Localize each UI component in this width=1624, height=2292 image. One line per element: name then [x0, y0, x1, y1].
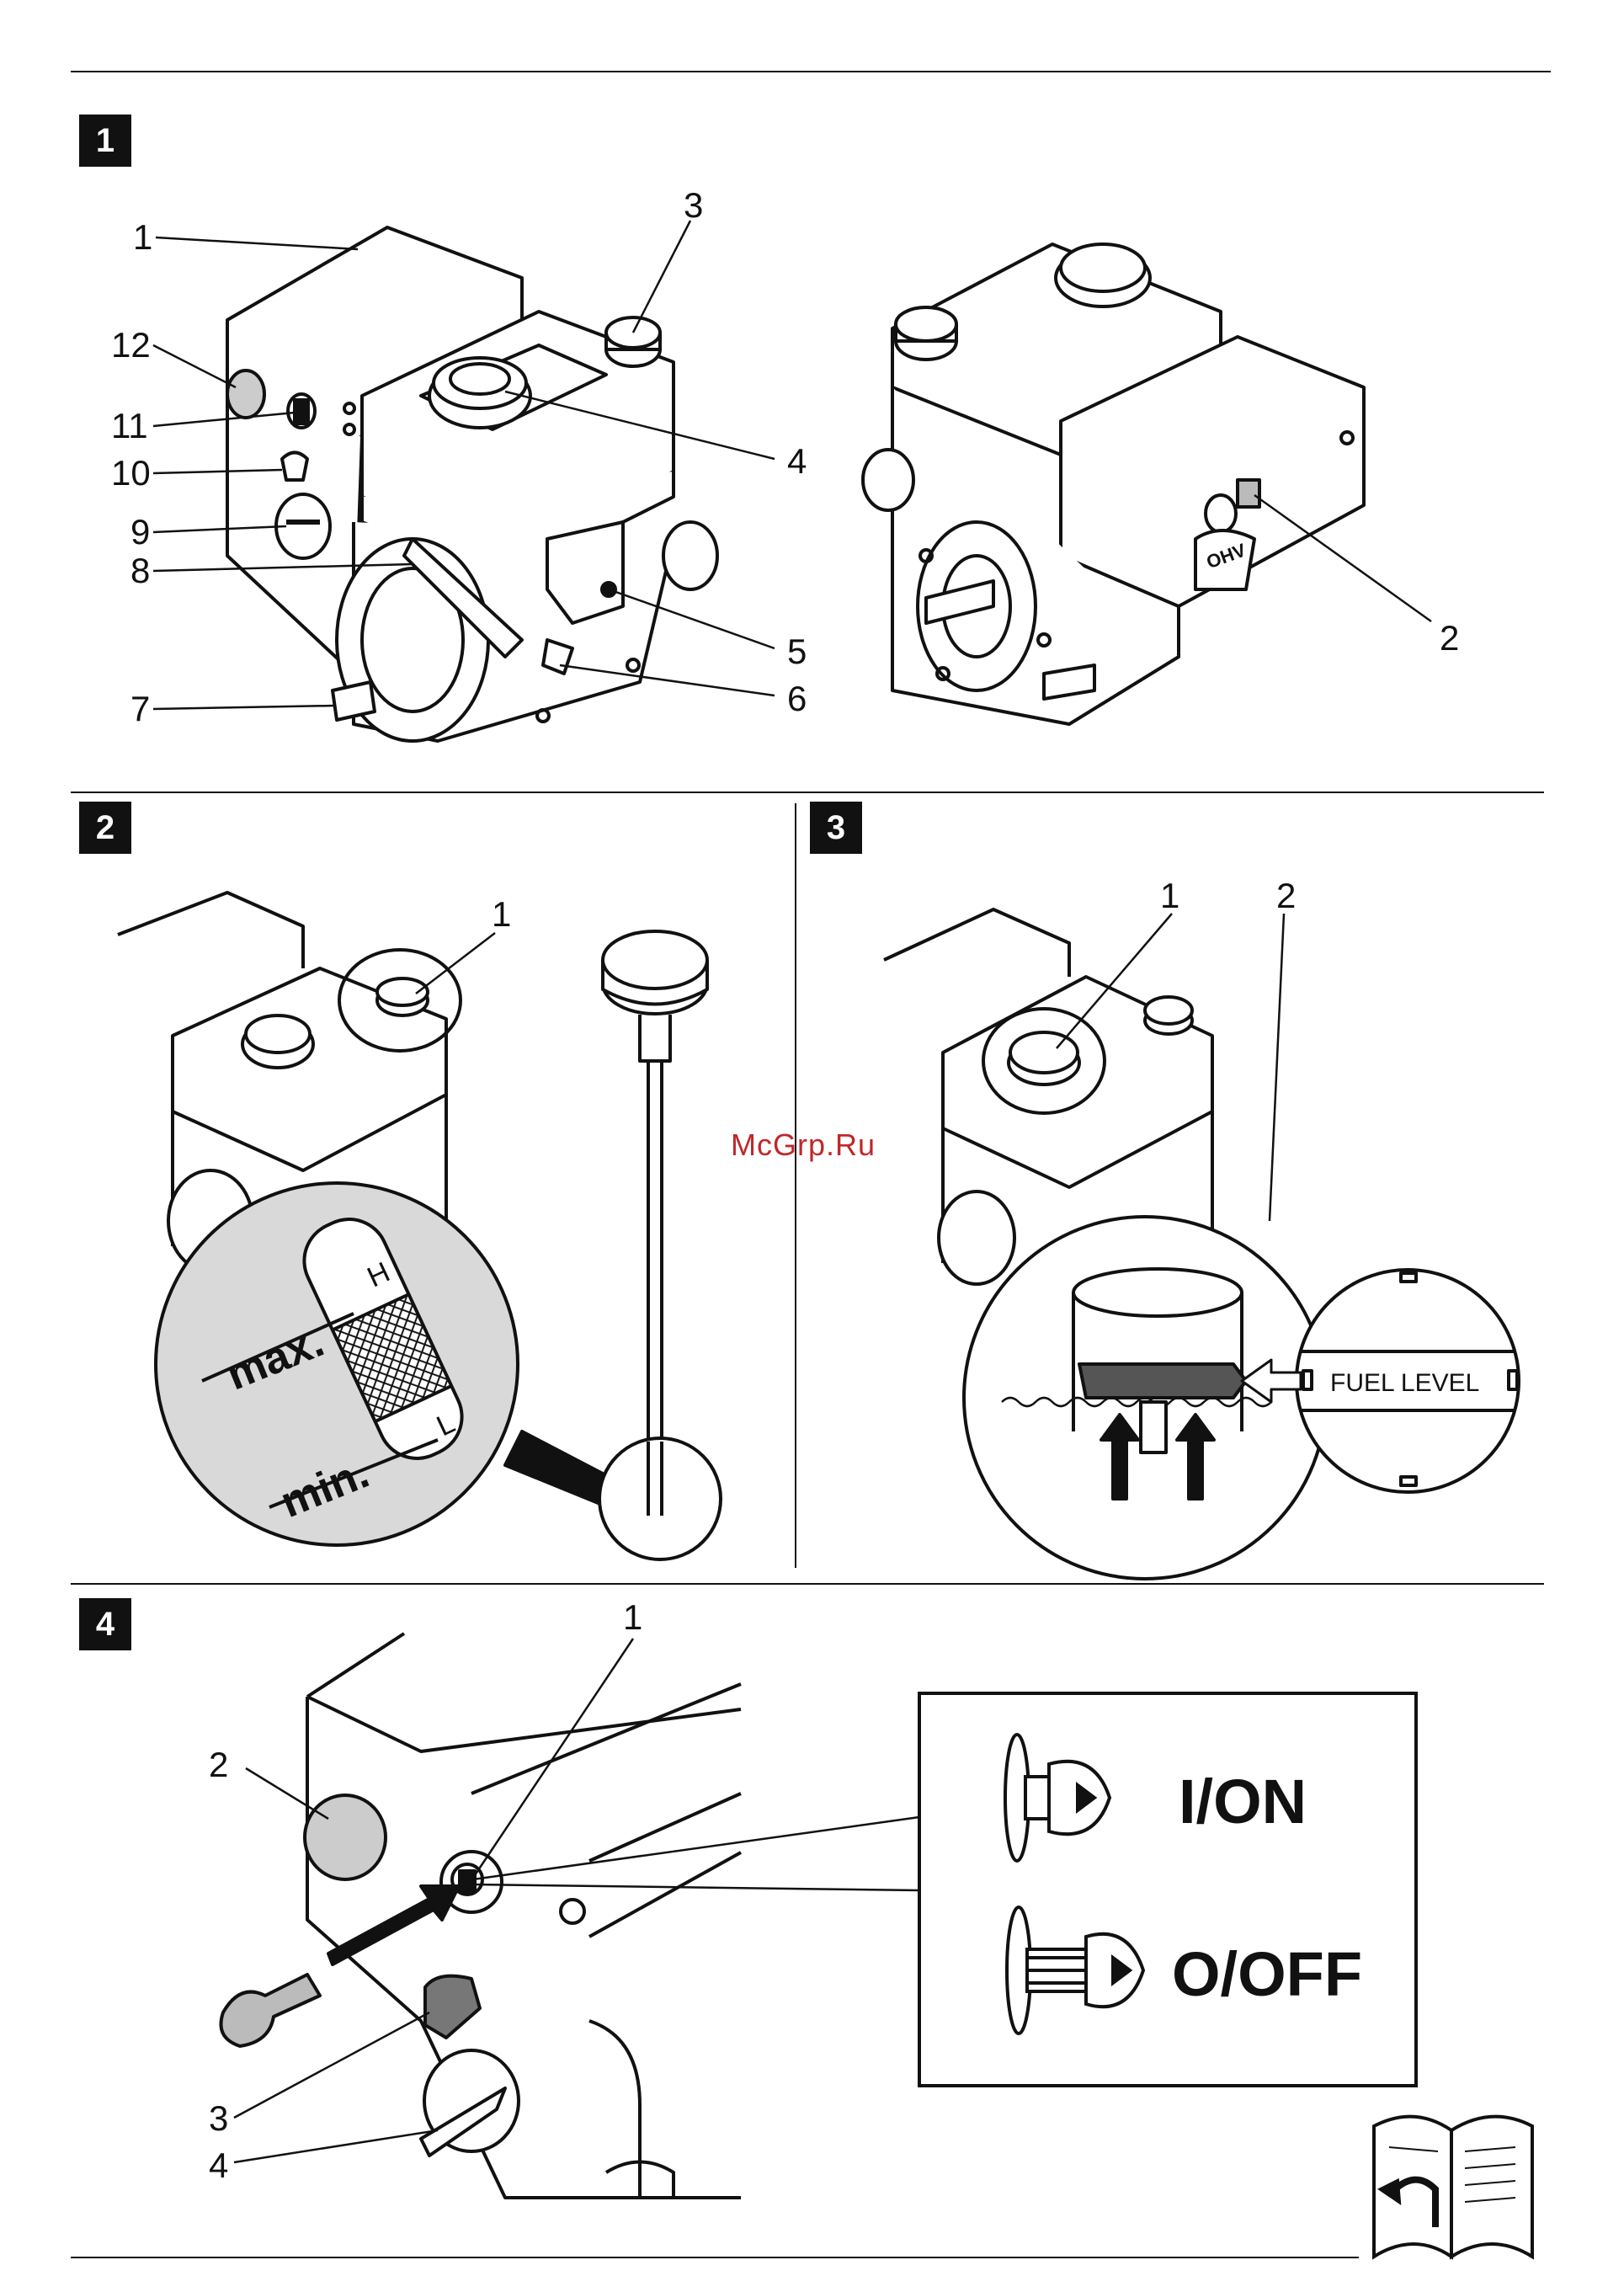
fig1-callout-2: 2 [1440, 618, 1459, 658]
open-book-return-icon [1374, 2117, 1532, 2257]
fig1-callout-9: 9 [130, 512, 150, 552]
engine-front-illustration [227, 227, 717, 741]
fig1-callout-1: 1 [133, 217, 152, 257]
fig3-callout-1: 1 [1160, 876, 1179, 915]
fuel-level-label: FUEL LEVEL [1330, 1369, 1479, 1397]
fig4-callout-3: 3 [209, 2098, 228, 2138]
fig1-callout-6: 6 [787, 679, 807, 718]
fig3-callout-2: 2 [1276, 876, 1296, 915]
fig2-callout-1: 1 [492, 894, 511, 934]
oil-check-illustration: H L [118, 893, 721, 1559]
fig1-callout-10: 10 [111, 453, 151, 493]
fig4-callout-1: 1 [623, 1597, 642, 1637]
switch-off-label: O/OFF [1172, 1939, 1362, 2009]
fig1-callout-5: 5 [787, 632, 807, 671]
fig1-callout-3: 3 [684, 185, 703, 225]
fig1-callout-4: 4 [787, 441, 807, 481]
figure-2-leader [416, 933, 495, 994]
watermark-text: McGrp.Ru [731, 1127, 876, 1162]
engine-rear-illustration: OHV [863, 244, 1364, 724]
fig1-callout-11: 11 [111, 406, 148, 445]
switch-detail-box [919, 1693, 1416, 2086]
fig4-callout-4: 4 [209, 2145, 228, 2185]
fig1-callout-12: 12 [111, 325, 151, 365]
fuel-level-illustration [884, 909, 1519, 1579]
fig1-callout-7: 7 [130, 689, 150, 728]
fig4-callout-2: 2 [209, 1745, 228, 1784]
switch-on-label: I/ON [1179, 1767, 1307, 1836]
ignition-switch-illustration [221, 1634, 742, 2198]
fig1-callout-8: 8 [130, 551, 150, 590]
